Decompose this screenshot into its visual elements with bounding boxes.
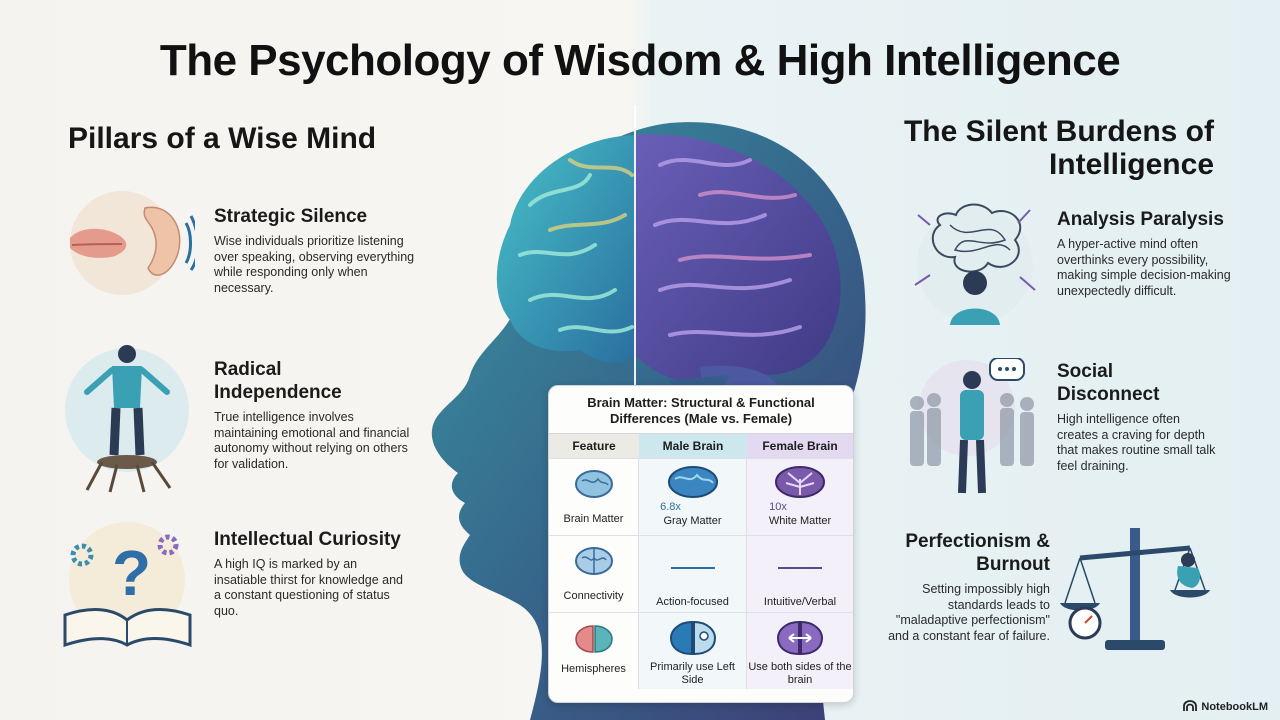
hemispheres-brain-icon [574, 625, 613, 653]
page-title: The Psychology of Wisdom & High Intellig… [159, 36, 1121, 85]
tangled-thoughts-person-icon [914, 203, 1036, 325]
female-brain-matter: 10x White Matter [747, 458, 853, 535]
pillar-heading: Radical Independence [214, 359, 342, 403]
notebooklm-logo-icon [1183, 700, 1198, 711]
pillar-heading: Intellectual Curiosity [214, 529, 401, 550]
pillar-strategic-silence: Strategic Silence Wise individuals prior… [214, 205, 429, 296]
left-hemisphere-icon [669, 620, 716, 656]
male-multiplier: 6.8x [660, 501, 681, 513]
male-connectivity: Action-focused [639, 535, 747, 612]
header-female: Female Brain [747, 434, 853, 458]
notebooklm-brand: NotebookLM [1183, 700, 1268, 713]
table-row-brain-matter: Brain Matter [549, 458, 639, 535]
table-row-hemispheres: Hemispheres [549, 612, 639, 689]
pillar-heading: Strategic Silence [214, 206, 368, 227]
right-section-title: The Silent Burdens of Intelligence [903, 115, 1214, 181]
female-hemispheres: Use both sides of the brain [747, 612, 853, 689]
feature-label: Hemispheres [561, 663, 626, 675]
male-connectivity-line [670, 567, 715, 569]
pillar-radical-independence: Radical Independence True intelligence i… [214, 358, 414, 472]
table-row-connectivity: Connectivity [549, 535, 639, 612]
burden-heading: Analysis Paralysis [1057, 209, 1224, 230]
pillar-text: True intelligence involves maintaining e… [214, 410, 410, 471]
brain-matter-table: Brain Matter: Structural & Functional Di… [548, 385, 854, 703]
connectivity-brain-icon [574, 547, 613, 575]
burden-analysis-paralysis: Analysis Paralysis A hyper-active mind o… [1057, 208, 1237, 299]
feature-label: Brain Matter [563, 513, 624, 525]
isolated-person-crowd-icon [910, 358, 1034, 494]
left-section-title: Pillars of a Wise Mind [68, 122, 377, 155]
male-brain-matter: 6.8x Gray Matter [639, 458, 747, 535]
brain-icon [574, 470, 613, 498]
pillar-text: Wise individuals prioritize listening ov… [214, 234, 415, 295]
table-title: Brain Matter: Structural & Functional Di… [587, 395, 815, 426]
header-feature: Feature [549, 434, 639, 458]
male-hemispheres: Primarily use Left Side [639, 612, 747, 689]
female-value: White Matter [768, 515, 832, 527]
feature-label: Connectivity [563, 590, 624, 602]
standing-person-independence-icon [65, 345, 189, 493]
brand-label: NotebookLM [1201, 701, 1268, 713]
svg-text:?: ? [112, 537, 151, 609]
burden-social-disconnect: Social Disconnect High intelligence ofte… [1057, 360, 1217, 474]
male-brain-icon [667, 466, 718, 498]
female-value: Intuitive/Verbal [763, 596, 837, 608]
header-male: Male Brain [639, 434, 747, 458]
female-connectivity-line [778, 567, 822, 569]
burden-text: Setting impossibly high standards leads … [888, 582, 1050, 643]
balance-scale-burnout-icon [1060, 528, 1210, 650]
male-value: Gray Matter [663, 515, 722, 527]
both-hemispheres-icon [776, 620, 824, 656]
female-brain-icon [775, 466, 825, 498]
burden-text: High intelligence often creates a cravin… [1057, 412, 1216, 473]
burden-heading: Social Disconnect [1057, 361, 1160, 405]
burden-heading: Perfectionism & Burnout [905, 531, 1050, 575]
female-value: Use both sides of the brain [748, 661, 852, 686]
book-question-curiosity-icon: ? [63, 522, 192, 648]
female-connectivity: Intuitive/Verbal [747, 535, 853, 612]
burden-text: A hyper-active mind often overthinks eve… [1057, 237, 1231, 298]
pillar-text: A high IQ is marked by an insatiable thi… [214, 557, 404, 618]
burden-perfectionism: Perfectionism & Burnout Setting impossib… [880, 530, 1050, 644]
ear-listening-icon [70, 191, 195, 295]
male-value: Action-focused [656, 596, 729, 608]
pillar-intellectual-curiosity: Intellectual Curiosity A high IQ is mark… [214, 528, 404, 619]
female-multiplier: 10x [769, 501, 787, 513]
male-value: Primarily use Left Side [650, 661, 735, 686]
